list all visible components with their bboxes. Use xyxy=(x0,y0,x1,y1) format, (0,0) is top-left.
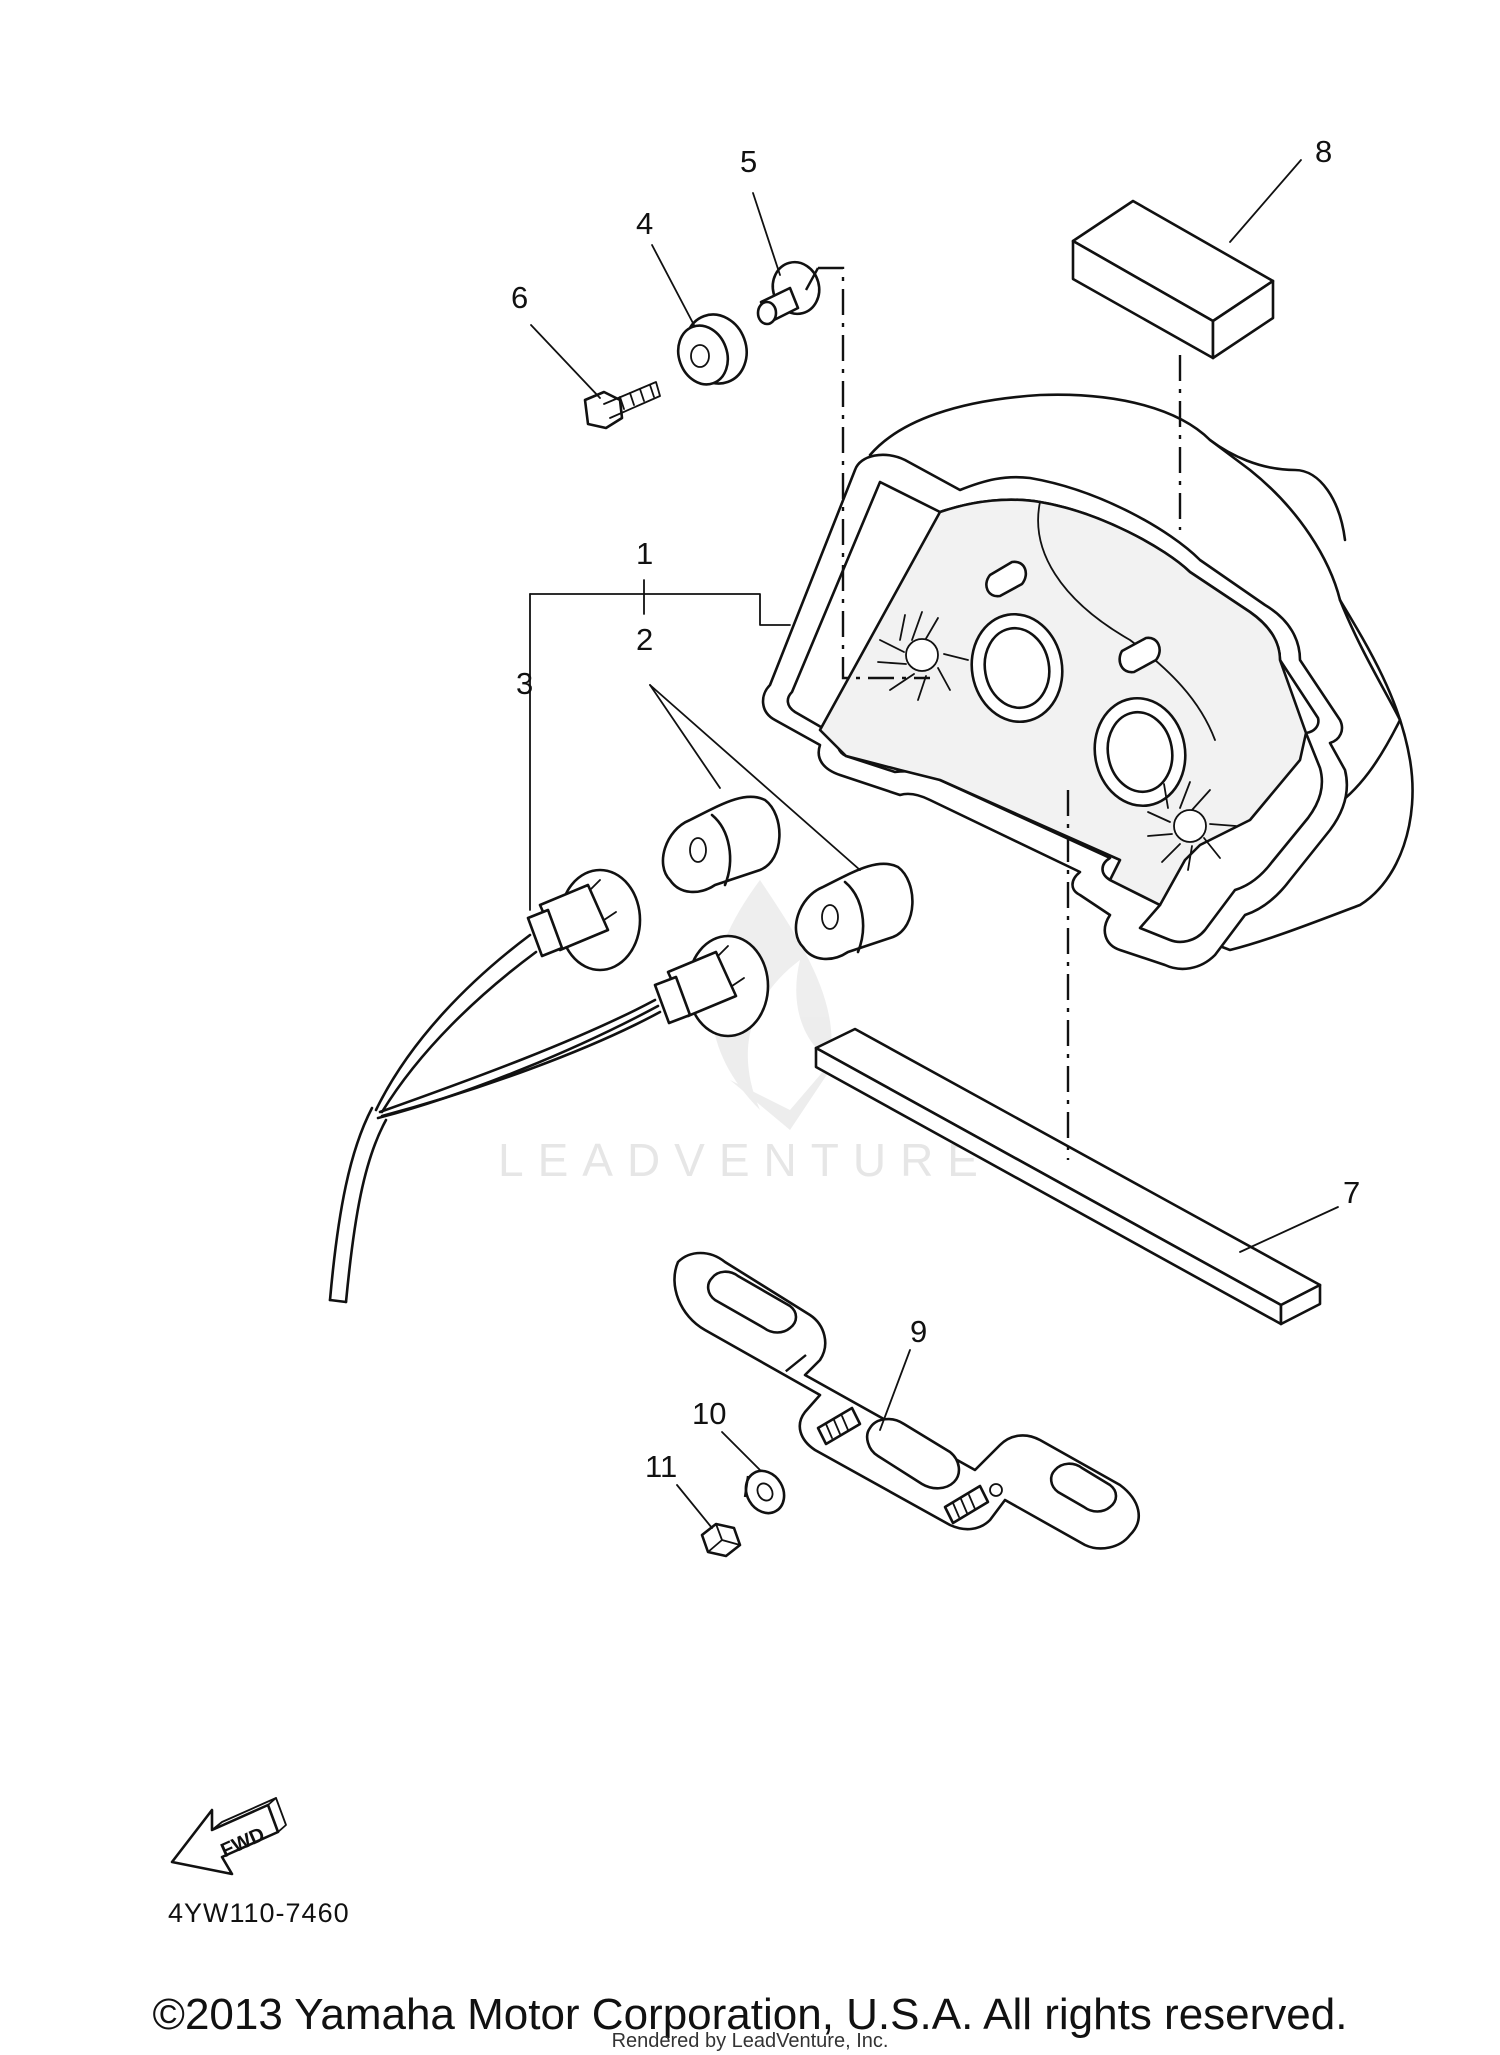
diagram-code: 4YW110-7460 xyxy=(168,1898,350,1928)
callout-3: 3 xyxy=(516,666,533,701)
part-10-washer xyxy=(744,1469,786,1515)
callout-2: 2 xyxy=(636,622,653,657)
part-8-pad xyxy=(1071,199,1275,360)
callout-7: 7 xyxy=(1343,1175,1360,1210)
copyright-notice: ©2013 Yamaha Motor Corporation, U.S.A. A… xyxy=(152,1990,1348,2039)
part-2-bulb-upper xyxy=(661,795,781,894)
part-11-nut xyxy=(700,1522,742,1558)
part-5-collar xyxy=(756,260,821,326)
callout-8: 8 xyxy=(1315,134,1332,169)
part-6-bolt xyxy=(583,381,661,430)
callout-numbers: 8 5 4 6 1 2 3 7 9 10 11 xyxy=(511,134,1360,1484)
callout-5: 5 xyxy=(740,144,757,179)
callout-6: 6 xyxy=(511,280,528,315)
part-1-taillight-housing xyxy=(761,393,1414,971)
part-9-bracket xyxy=(673,1251,1140,1550)
rendered-by-notice: Rendered by LeadVenture, Inc. xyxy=(611,2030,889,2052)
leader-lines xyxy=(529,159,1339,1529)
callout-10: 10 xyxy=(692,1396,726,1431)
part-7-strip xyxy=(814,1027,1322,1326)
callout-4: 4 xyxy=(636,206,653,241)
alignment-lines xyxy=(743,266,1182,1498)
callout-11: 11 xyxy=(645,1449,677,1484)
fwd-arrow-icon: FWD xyxy=(170,1797,287,1876)
callout-9: 9 xyxy=(910,1314,927,1349)
callout-1: 1 xyxy=(636,536,653,571)
part-3-socket-harness xyxy=(328,868,770,1304)
part-2-bulb-lower xyxy=(794,862,914,961)
watermark-text: LEADVENTURE xyxy=(498,1134,992,1186)
part-4-grommet xyxy=(676,313,748,386)
